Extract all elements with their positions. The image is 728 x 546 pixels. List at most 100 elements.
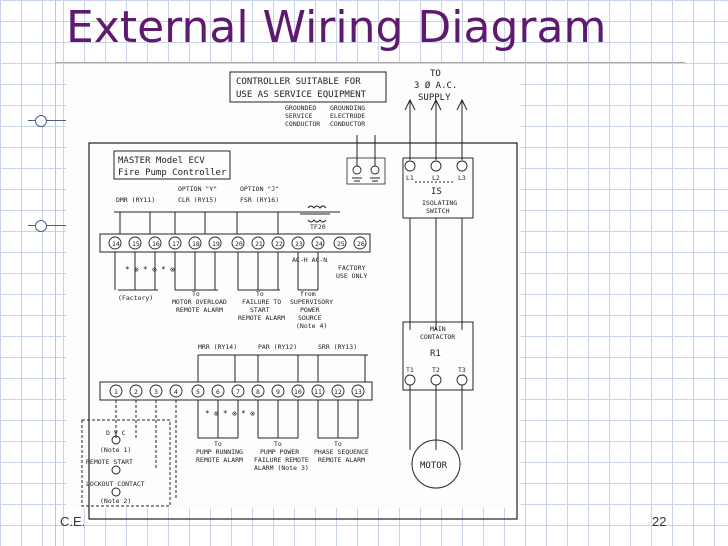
svg-text:5: 5 <box>196 388 200 396</box>
svg-text:17: 17 <box>172 240 180 248</box>
l1-label: L1 <box>406 174 414 182</box>
master-subtitle: Fire Pump Controller <box>118 168 227 178</box>
footer-author: C.E. <box>60 514 86 529</box>
bottom-terminal-numbers: 1 2 3 4 5 6 7 8 9 10 11 12 13 <box>114 388 362 396</box>
t3-label: T3 <box>458 366 466 374</box>
left-margin-rule <box>55 0 56 546</box>
svg-text:15: 15 <box>132 240 140 248</box>
svg-text:9: 9 <box>276 388 280 396</box>
failure-start-label: REMOTE ALARM <box>238 314 285 322</box>
failure-start-label: To <box>256 290 264 298</box>
factory-label: (Factory) <box>118 294 153 302</box>
controller-note-line2: USE AS SERVICE EQUIPMENT <box>236 90 367 100</box>
svg-text:3: 3 <box>154 388 158 396</box>
phase-sequence-label: REMOTE ALARM <box>318 456 365 464</box>
grounding-label: ELECTRODE <box>330 112 365 120</box>
pump-power-label: ALARM (Note 3) <box>254 464 309 472</box>
r1-label: R1 <box>430 349 441 359</box>
is-label: IS <box>431 187 442 197</box>
svg-text:25: 25 <box>337 240 345 248</box>
tf20-label: TF20 <box>310 223 326 231</box>
svg-text:8: 8 <box>256 388 260 396</box>
bottom-terminal-circles <box>109 384 365 398</box>
controller-note-box <box>229 71 387 103</box>
page-number: 22 <box>652 514 667 529</box>
bullet-line-2 <box>28 225 68 226</box>
slide-title: External Wiring Diagram <box>66 2 607 53</box>
svg-text:21: 21 <box>255 240 263 248</box>
motor-overload-label: MOTOR OVERLOAD <box>172 298 227 306</box>
l2-label: L2 <box>432 174 440 182</box>
clr-label: CLR (RY15) <box>178 196 217 204</box>
master-title: MASTER Model ECV <box>118 156 205 166</box>
svg-text:19: 19 <box>212 240 220 248</box>
note2-label: (Note 2) <box>100 497 131 505</box>
supervisory-label: (Note 4) <box>296 322 327 330</box>
svg-text:10: 10 <box>294 388 302 396</box>
pump-power-label: PUMP POWER <box>260 448 299 456</box>
motor-label: MOTOR <box>420 461 448 471</box>
top-terminal-strip <box>99 233 371 253</box>
motor-circle <box>411 439 461 489</box>
svg-text:6: 6 <box>216 388 220 396</box>
svg-text:22: 22 <box>275 240 283 248</box>
svg-text:11: 11 <box>314 388 322 396</box>
par-label: PAR (RY12) <box>258 343 297 351</box>
svg-text:14: 14 <box>112 240 120 248</box>
isolating-switch-label: ISOLATING <box>422 199 457 207</box>
controller-enclosure <box>88 142 518 520</box>
pump-power-label: To <box>274 440 282 448</box>
remote-start-label: REMOTE START <box>86 458 133 466</box>
main-contactor-box <box>402 321 474 391</box>
failure-start-label: START <box>250 306 270 314</box>
svg-text:24: 24 <box>315 240 323 248</box>
bullet-line-1 <box>28 120 68 121</box>
svg-text:4: 4 <box>174 388 178 396</box>
svg-text:16: 16 <box>152 240 160 248</box>
isolating-switch-box <box>402 157 474 219</box>
t1-label: T1 <box>406 366 414 374</box>
symbol-row-bottom: * ⊗ * ⊗ * ⊗ <box>205 409 255 418</box>
fsr-label: FSR (RY16) <box>240 196 279 204</box>
remote-devices-box <box>81 419 171 507</box>
svg-text:13: 13 <box>354 388 362 396</box>
srr-label: SRR (RY13) <box>318 343 357 351</box>
supervisory-label: from <box>300 290 316 298</box>
dvc-label: D V C <box>106 429 126 437</box>
svg-text:12: 12 <box>334 388 342 396</box>
option-j-label: OPTION "J" <box>240 185 279 193</box>
pump-power-label: FAILURE REMOTE <box>254 456 309 464</box>
grounded-label: CONDUCTOR <box>285 120 320 128</box>
supply-label: TO <box>430 69 441 79</box>
supervisory-label: POWER <box>300 306 320 314</box>
motor-overload-label: To <box>192 290 200 298</box>
failure-start-label: FAILURE TO <box>242 298 281 306</box>
controller-note-line1: CONTROLLER SUITABLE FOR <box>236 77 361 87</box>
supply-label: 3 Ø A.C. <box>414 80 457 91</box>
ac-labels: AC-H AC-N <box>292 256 327 264</box>
symbol-row-top: * ⊗ * ⊗ * ⊗ <box>125 265 175 274</box>
bottom-terminal-strip <box>99 381 373 401</box>
svg-text:2: 2 <box>134 388 138 396</box>
option-y-label: OPTION "Y" <box>178 185 217 193</box>
svg-text:1: 1 <box>114 388 118 396</box>
title-underline <box>55 62 685 63</box>
lockout-contact-label: LOCKOUT CONTACT <box>86 480 145 488</box>
note1-label: (Note 1) <box>100 446 131 454</box>
dmr-label: DMR (RY11) <box>116 196 155 204</box>
supply-label: SUPPLY <box>418 93 451 103</box>
l3-label: L3 <box>458 174 466 182</box>
bullet-circle-icon <box>35 115 47 127</box>
phase-sequence-label: To <box>334 440 342 448</box>
svg-text:26: 26 <box>357 240 365 248</box>
svg-text:7: 7 <box>236 388 240 396</box>
main-contactor-label: CONTACTOR <box>420 333 455 341</box>
master-title-box <box>113 150 231 180</box>
pump-running-label: To <box>214 440 222 448</box>
supervisory-label: SOURCE <box>298 314 322 322</box>
t2-label: T2 <box>432 366 440 374</box>
top-terminal-circles <box>108 236 367 250</box>
svg-text:18: 18 <box>192 240 200 248</box>
wiring-diagram-image <box>66 64 520 508</box>
